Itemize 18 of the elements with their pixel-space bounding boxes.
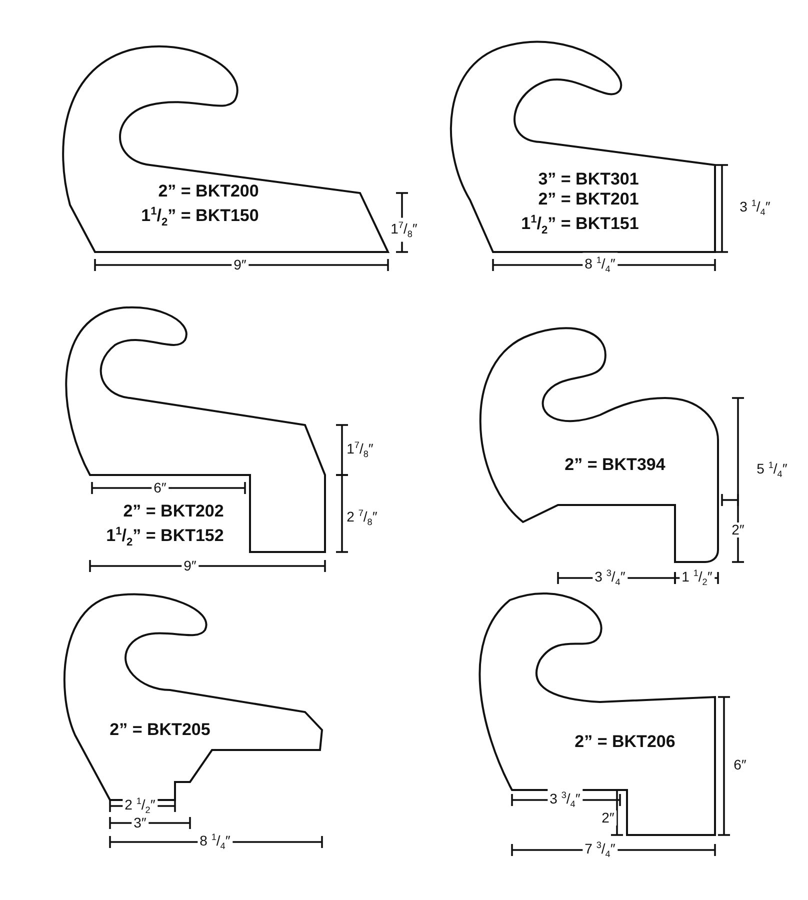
part-number-text: 2” = BKT394 bbox=[564, 455, 666, 475]
part-number-text: 2” = BKT200 bbox=[158, 181, 259, 202]
part-number-text: 2” = BKT206 bbox=[574, 732, 676, 752]
part-number-text: 1$^{1}$/$_{2}$” = BKT151 bbox=[521, 212, 639, 239]
dimension-label: 3″ bbox=[132, 816, 148, 830]
dimension-label: 6″ bbox=[732, 758, 748, 772]
part-number-text: 2” = BKT202 bbox=[123, 501, 224, 522]
dimension-label: 2″ bbox=[600, 810, 616, 826]
dimension-label: 2″ bbox=[730, 522, 746, 538]
dimension-label: 9″ bbox=[182, 558, 198, 574]
part-number-text: 1$^{1}$/$_{2}$” = BKT152 bbox=[106, 524, 224, 551]
dimension-label: 9″ bbox=[232, 258, 248, 272]
part-number-text: 2” = BKT205 bbox=[110, 720, 210, 740]
dimension-label: 6″ bbox=[152, 480, 168, 496]
part-number-text: 2” = BKT201 bbox=[538, 189, 639, 210]
part-number-text: 1$^{1}$/$_{2}$” = BKT150 bbox=[141, 204, 259, 231]
part-number-text: 3” = BKT301 bbox=[538, 169, 639, 190]
dimension-label: 1$^{7}$/$_{8}$″ bbox=[388, 218, 420, 242]
